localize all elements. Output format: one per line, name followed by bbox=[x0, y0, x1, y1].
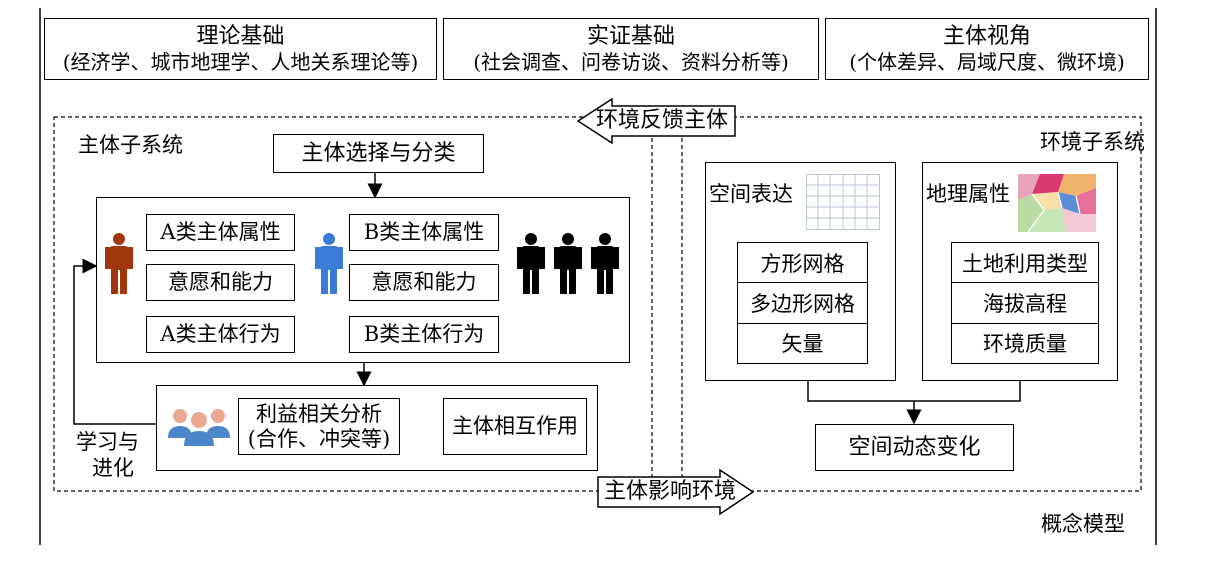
agent-interaction-text: 主体相互作用 bbox=[452, 414, 578, 438]
class-a-person-icon bbox=[105, 233, 133, 294]
env-quality-item: 环境质量 bbox=[983, 332, 1067, 356]
influence-arrow-label: 主体影响环境 bbox=[604, 479, 737, 504]
group-people-icon bbox=[168, 409, 230, 446]
spatial-dynamics-box: 空间动态变化 bbox=[815, 424, 1014, 471]
class-b-behavior-box: B类主体行为 bbox=[349, 316, 499, 353]
agent-perspective-box: 主体视角 (个体差异、局域尺度、微环境) bbox=[825, 18, 1149, 80]
agent-selection-text: 主体选择与分类 bbox=[301, 140, 456, 166]
class-a-attr-text: A类主体属性 bbox=[160, 220, 281, 244]
class-b-attr-box: B类主体属性 bbox=[349, 214, 499, 251]
footer-label: 概念模型 bbox=[1041, 512, 1125, 536]
class-a-attr-box: A类主体属性 bbox=[146, 214, 295, 251]
other-persons-icon bbox=[517, 233, 619, 294]
class-a-behavior-box: A类主体行为 bbox=[146, 316, 295, 353]
learning-label-line1: 学习与 bbox=[76, 430, 139, 454]
empirical-basis-title: 实证基础 bbox=[586, 24, 675, 49]
class-b-person-icon bbox=[315, 233, 343, 294]
stakeholder-analysis-line1: 利益相关分析 bbox=[256, 401, 382, 426]
empirical-basis-subtitle: (社会调查、问卷访谈、资料分析等) bbox=[473, 50, 789, 74]
geo-attributes-title: 地理属性 bbox=[926, 182, 1010, 206]
theory-basis-subtitle: (经济学、城市地理学、人地关系理论等) bbox=[62, 50, 419, 74]
agent-perspective-title: 主体视角 bbox=[942, 24, 1031, 49]
spatial-representation-title: 空间表达 bbox=[709, 182, 793, 206]
spatial-representation-box bbox=[705, 162, 896, 381]
theory-basis-title: 理论基础 bbox=[196, 24, 285, 49]
class-b-behavior-text: B类主体行为 bbox=[363, 322, 485, 346]
landuse-map-icon bbox=[1018, 174, 1096, 232]
class-b-will-text: 意愿和能力 bbox=[371, 270, 477, 294]
class-a-behavior-text: A类主体行为 bbox=[160, 322, 281, 346]
class-b-attr-text: B类主体属性 bbox=[363, 220, 485, 244]
class-a-will-box: 意愿和能力 bbox=[146, 264, 295, 301]
polygon-grid-item: 多边形网格 bbox=[738, 283, 867, 324]
env-subsystem-label: 环境子系统 bbox=[1040, 130, 1145, 154]
agent-selection-box: 主体选择与分类 bbox=[273, 134, 484, 173]
agent-perspective-subtitle: (个体差异、局域尺度、微环境) bbox=[849, 50, 1125, 74]
stakeholder-analysis-line2: (合作、冲突等) bbox=[247, 426, 391, 451]
class-b-will-box: 意愿和能力 bbox=[349, 264, 499, 301]
spatial-items-stack: 方形网格 多边形网格 矢量 bbox=[737, 242, 868, 364]
class-a-will-text: 意愿和能力 bbox=[168, 270, 273, 294]
square-grid-item: 方形网格 bbox=[738, 243, 867, 283]
land-use-item: 土地利用类型 bbox=[952, 243, 1098, 283]
stakeholder-analysis-box: 利益相关分析 (合作、冲突等) bbox=[238, 398, 400, 455]
theory-basis-box: 理论基础 (经济学、城市地理学、人地关系理论等) bbox=[44, 18, 437, 80]
spatial-dynamics-text: 空间动态变化 bbox=[848, 434, 981, 460]
geo-items-stack: 土地利用类型 海拔高程 环境质量 bbox=[951, 242, 1099, 364]
grid-icon bbox=[806, 174, 880, 230]
vector-item: 矢量 bbox=[781, 332, 824, 356]
agent-interaction-box: 主体相互作用 bbox=[443, 398, 587, 455]
empirical-basis-box: 实证基础 (社会调查、问卷访谈、资料分析等) bbox=[443, 18, 819, 80]
elevation-item: 海拔高程 bbox=[952, 283, 1098, 324]
feedback-arrow-label: 环境反馈主体 bbox=[596, 108, 729, 133]
agent-subsystem-label: 主体子系统 bbox=[78, 133, 183, 157]
learning-label-line2: 进化 bbox=[92, 456, 134, 480]
